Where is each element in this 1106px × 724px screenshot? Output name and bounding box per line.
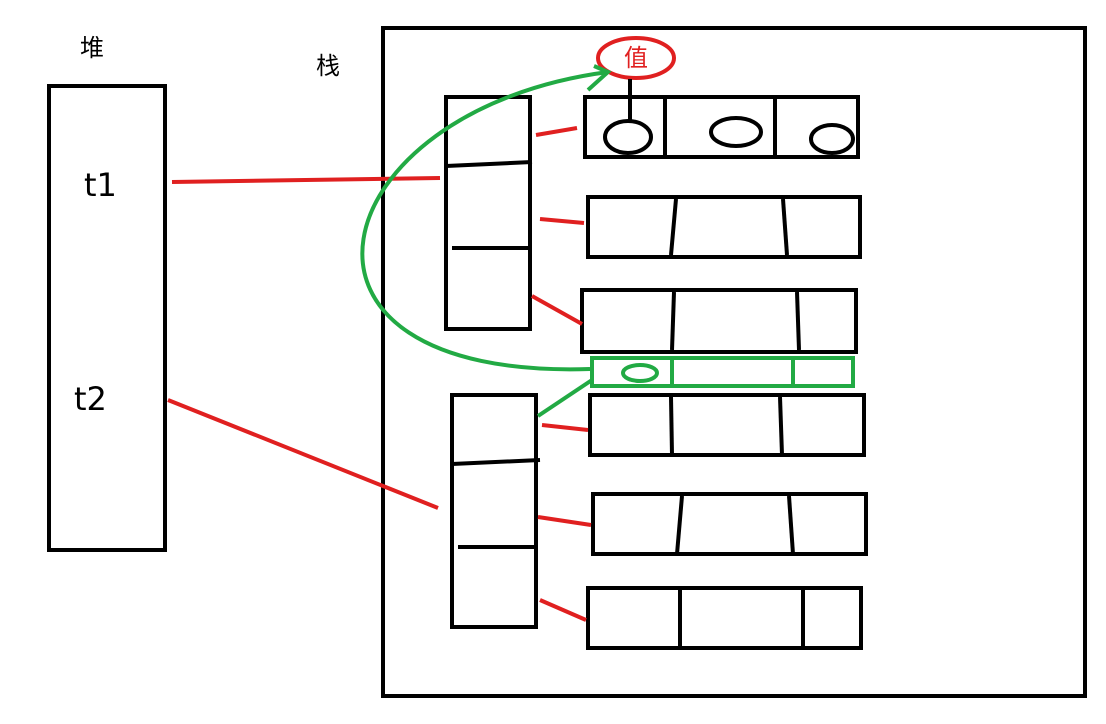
value-slot: [809, 123, 855, 155]
array-cell-frame: [586, 195, 862, 259]
array-cell-divider: [781, 198, 789, 256]
field-reference-line: [539, 217, 585, 225]
copied-array: [590, 356, 855, 388]
value-slot: [603, 119, 653, 155]
array-cell-frame: [580, 288, 858, 354]
value-marker: 值: [596, 36, 676, 122]
shared-reference-arrows: [360, 64, 612, 418]
copied-array-reference-line: [536, 378, 594, 418]
t1-reference-line: [171, 176, 441, 184]
array-cell-frame: [588, 393, 866, 457]
array-2b: [591, 492, 868, 556]
array-1a: [583, 95, 860, 159]
t2-reference-line: [167, 398, 439, 510]
value-slot: [621, 363, 659, 383]
heap-area: 堆 t1 t2: [47, 34, 167, 552]
array-cell-divider: [675, 495, 684, 555]
heap-label: 堆: [80, 34, 104, 62]
field-reference-line: [535, 126, 578, 137]
heap-box: [47, 84, 167, 552]
array-cell-divider: [669, 396, 674, 456]
arrow-head-icon: [586, 64, 612, 92]
array-1b: [586, 195, 862, 259]
array-2a: [588, 393, 866, 457]
array-2c: [586, 586, 863, 650]
array-cell-frame: [591, 492, 868, 556]
object-2: [450, 393, 541, 629]
array-cell-divider: [787, 495, 795, 555]
array-cell-frame: [586, 586, 863, 650]
field-reference-line: [531, 294, 583, 326]
field-reference-line: [539, 598, 587, 622]
array-cell-divider: [670, 291, 676, 351]
field-reference-line: [541, 423, 589, 432]
array-cell-frame: [583, 95, 860, 159]
field-reference-line: [537, 515, 592, 527]
object-1-frame: [444, 95, 532, 331]
array-cell-divider: [669, 198, 678, 256]
stack-label: 栈: [316, 52, 340, 80]
object-1-divider: [445, 160, 533, 168]
object-2-frame: [450, 393, 538, 629]
value-slot: [709, 116, 763, 148]
object-1: [444, 95, 533, 331]
t1-label: t1: [84, 166, 117, 204]
array-cell-divider: [795, 291, 801, 351]
reference-lines: [167, 126, 592, 622]
object-2-divider: [451, 458, 541, 466]
stack-box: [381, 26, 1087, 698]
array-cell-divider: [778, 396, 784, 456]
array-cell-frame: [590, 356, 855, 388]
stack-area: 栈: [316, 26, 1087, 698]
value-label: 值: [624, 44, 648, 72]
value-circle: [596, 36, 676, 80]
t2-label: t2: [74, 380, 107, 418]
shared-reference-curve: [360, 70, 609, 372]
array-1c: [580, 288, 858, 354]
